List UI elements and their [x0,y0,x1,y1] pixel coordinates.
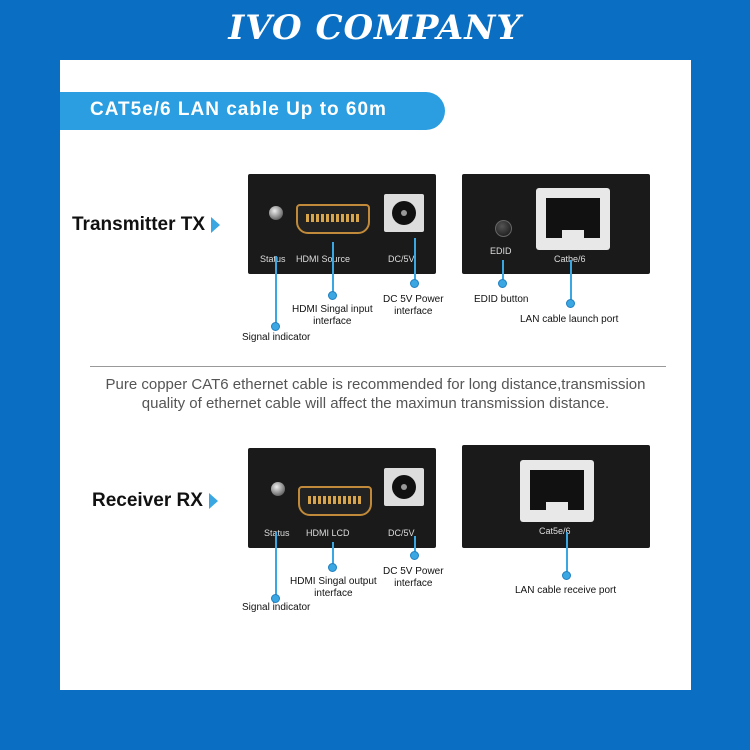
tx-status-port-label: Status [260,254,286,264]
tx-hdmi-port [296,204,370,234]
content-panel: CAT5e/6 LAN cable Up to 60m Transmitter … [60,60,691,690]
rx-dc-callout-line1: DC 5V Power [383,566,444,577]
tx-signal-dot [271,322,280,331]
rx-hdmi-callout-line2: interface [314,588,353,599]
rx-dc-leader [414,536,416,554]
tx-hdmi-dot [328,291,337,300]
tx-lan-leader [570,260,572,302]
tx-signal-leader [275,256,277,326]
note-line-2: quality of ethernet cable will affect th… [141,395,610,412]
tx-lan-callout: LAN cable launch port [520,314,619,325]
rx-front-panel: Status HDMI LCD DC/5V [248,448,436,548]
tx-back-panel: EDID Catbe/6 [462,174,650,274]
play-arrow-icon [208,492,218,509]
tx-lan-dot [566,299,575,308]
rx-hdmi-leader [332,542,334,566]
section-divider [90,366,666,367]
cable-banner: CAT5e/6 LAN cable Up to 60m [60,92,445,130]
tx-hdmi-port-label: HDMI Source [296,254,351,264]
rx-dc-callout: DC 5V Power interface [383,566,444,590]
rx-dc-port-label: DC/5V [388,528,415,538]
note-line-1: Pure copper CAT6 ethernet cable is recom… [105,376,646,393]
tx-front-panel: Status HDMI Source DC/5V [248,174,436,274]
rx-hdmi-port-label: HDMI LCD [306,528,350,538]
rx-label: Receiver RX [92,490,218,512]
rx-dc-callout-line2: interface [394,578,433,589]
tx-dc-callout: DC 5V Power interface [383,294,444,318]
rx-lan-port-label: Cat5e/6 [539,526,571,536]
tx-dc-dot [410,279,419,288]
rx-signal-dot [271,594,280,603]
rx-rj45-port [520,460,594,522]
tx-edid-callout: EDID button [474,294,529,305]
banner-text: CAT5e/6 LAN cable Up to 60m [90,99,387,120]
tx-label: Transmitter TX [72,214,221,236]
rx-status-led [271,482,285,496]
tx-dc-jack [384,194,424,232]
tx-dc-leader [414,238,416,282]
rx-dc-dot [410,551,419,560]
tx-edid-leader [502,260,504,282]
tx-hdmi-leader [332,242,334,294]
tx-hdmi-callout-line2: interface [313,316,352,327]
rx-lan-callout: LAN cable receive port [515,585,617,596]
rx-lan-leader [566,532,568,574]
rx-lan-dot [562,571,571,580]
tx-signal-callout: Signal indicator [242,332,311,343]
rx-hdmi-callout-line1: HDMI Singal output [290,576,377,587]
tx-edid-button [495,220,512,237]
play-arrow-icon [211,216,221,233]
rx-label-text: Receiver RX [92,490,203,511]
rx-back-panel: Cat5e/6 [462,445,650,548]
brand-title: IVO COMPANY [228,8,522,48]
rx-dc-jack [384,468,424,506]
rx-hdmi-callout: HDMI Singal output interface [290,576,377,600]
tx-lan-port-label: Catbe/6 [554,254,586,264]
tx-status-led [269,206,283,220]
tx-hdmi-callout-line1: HDMI Singal input [292,304,373,315]
rx-hdmi-dot [328,563,337,572]
rx-signal-callout: Signal indicator [242,602,311,613]
tx-dc-port-label: DC/5V [388,254,415,264]
tx-dc-callout-line1: DC 5V Power [383,294,444,305]
tx-dc-callout-line2: interface [394,306,433,317]
tx-edid-dot [498,279,507,288]
tx-rj45-port [536,188,610,250]
tx-hdmi-callout: HDMI Singal input interface [292,304,373,328]
rx-signal-leader [275,532,277,598]
tx-label-text: Transmitter TX [72,214,206,235]
tx-edid-port-label: EDID [490,246,512,256]
rx-hdmi-port [298,486,372,516]
